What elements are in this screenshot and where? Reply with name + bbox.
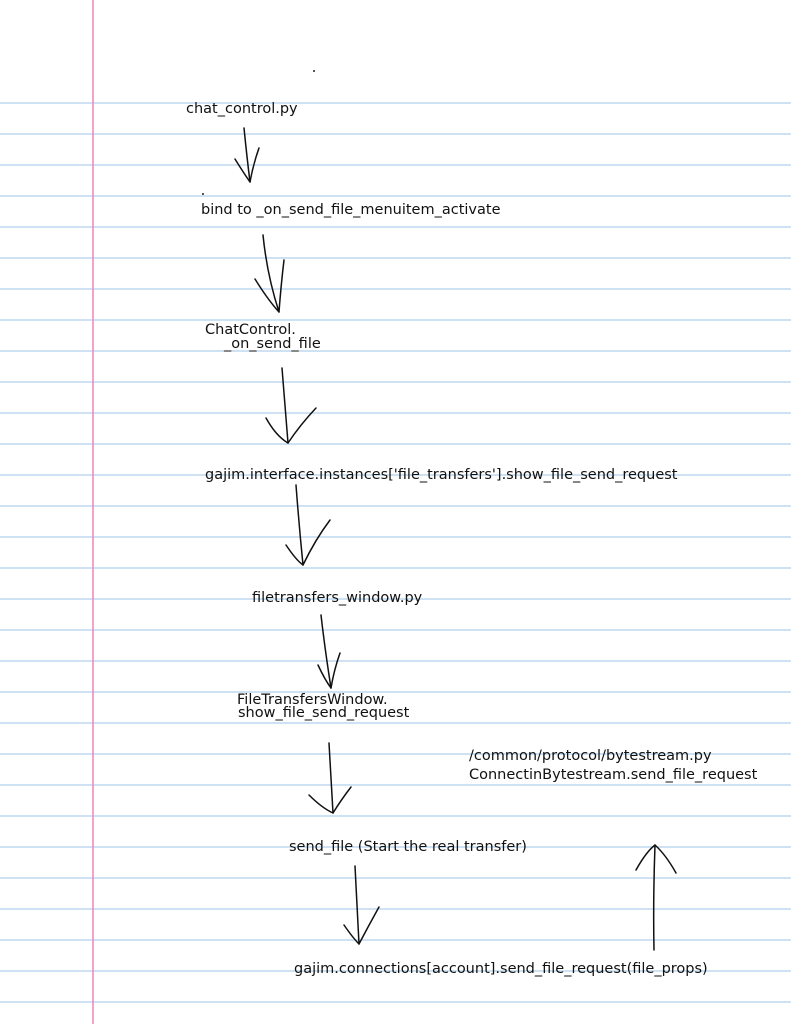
arrow-down-4 [285,484,331,566]
arrow-down-7 [343,865,380,945]
ink-dot [202,193,204,195]
arrow-down-3 [265,367,317,444]
node-gajim-interface: gajim.interface.instances['file_transfer… [205,467,678,483]
arrow-down-6 [308,742,352,814]
node-bind: bind to _on_send_file_menuitem_activate [201,202,501,218]
node-chat-control: chat_control.py [186,101,298,117]
arrow-down-5 [317,614,341,689]
arrow-down-1 [234,127,260,183]
node-chatcontrol-line2: _on_send_file [224,336,321,352]
arrows [234,127,677,951]
arrow-down-2 [254,234,285,313]
ruled-lines [0,102,791,1003]
node-filetransfers-window: filetransfers_window.py [252,590,423,606]
node-connections: gajim.connections[account].send_file_req… [294,961,708,977]
node-bytestream-line1: /common/protocol/bytestream.py [469,748,712,764]
node-ftw-line2: show_file_send_request [238,705,410,721]
node-ftw-line1: FileTransfersWindow. [237,692,388,708]
arrow-up-8 [635,844,677,951]
node-chatcontrol-line1: ChatControl. [205,322,296,338]
node-bytestream-line2: ConnectinBytestream.send_file_request [469,767,758,783]
node-send-file: send_file (Start the real transfer) [289,839,527,855]
ink-dot [313,70,315,72]
